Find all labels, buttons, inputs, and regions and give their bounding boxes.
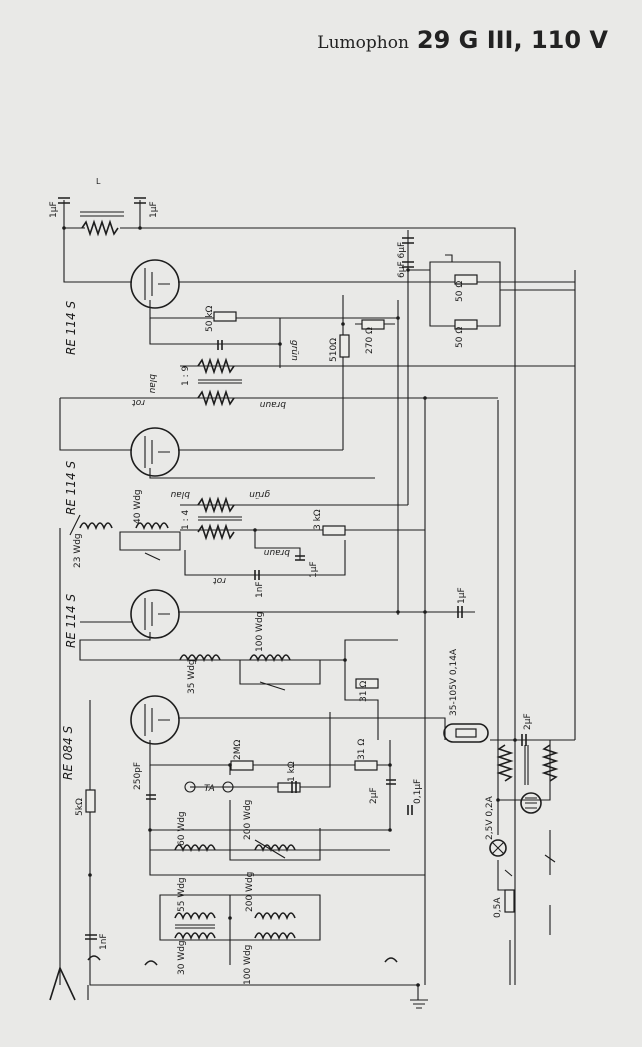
label-ratio-1: 1 : 9	[181, 366, 191, 386]
label-c-2uf-a: 2µF	[523, 713, 533, 730]
label-c-1nf-a: 1nF	[255, 581, 265, 598]
label-c-1nf-b: 1nF	[99, 933, 109, 950]
label-r-3k: 3 kΩ	[313, 509, 323, 530]
label-l-100: 100 Wdg	[255, 612, 265, 652]
label-l-top: L	[96, 177, 101, 186]
label-r-50b: 50 Ω	[455, 327, 465, 348]
label-c-1uf-c: 1µF	[309, 561, 319, 578]
tube-4	[130, 695, 180, 745]
tube-2	[130, 427, 180, 477]
coil-top	[80, 211, 124, 237]
pilot-resistor-tube	[443, 723, 489, 743]
brand-name: Lumophon	[317, 33, 409, 53]
label-r-510: 510Ω	[329, 338, 339, 362]
label-ratio-2: 1 : 4	[181, 510, 191, 530]
label-rot-2: rot	[213, 575, 226, 585]
label-braun-2: braun	[263, 547, 290, 557]
tube-3-type: RE 114 S	[64, 594, 78, 648]
label-l-30: 30 Wdg	[177, 940, 187, 975]
transformer-2	[197, 496, 242, 541]
label-blau-1: blau	[147, 374, 157, 394]
label-lamp: 2,5V 0,2A	[485, 795, 495, 840]
pickup-ta	[184, 781, 234, 793]
model-title: 29 G III, 110 V	[416, 26, 608, 54]
label-c-2uf-b: 2µF	[369, 787, 379, 804]
transformer-1	[197, 357, 242, 407]
label-l-55: 55 Wdg	[177, 877, 187, 912]
junctions	[62, 226, 517, 987]
label-fuse: 0,5A	[493, 897, 503, 918]
label-l-23: 23 Wdg	[73, 533, 83, 568]
label-braun-1: braun	[259, 399, 286, 409]
rectifier-element	[520, 792, 542, 814]
label-r-2m: 2MΩ	[233, 740, 243, 760]
coil-23-40	[69, 514, 169, 536]
tube-1	[130, 259, 180, 309]
label-rot-1: rot	[132, 397, 145, 407]
wiring	[59, 200, 576, 1009]
tube-2-type: RE 114 S	[64, 461, 78, 515]
tube-3	[130, 589, 180, 639]
capacitors	[58, 197, 527, 940]
label-l-200b: 200 Wdg	[245, 872, 255, 912]
schematic-header: Lumophon 29 G III, 110 V	[317, 26, 608, 54]
label-l-100b: 100 Wdg	[243, 945, 253, 985]
label-r-31a: 31 Ω	[359, 681, 369, 702]
label-c-250pf: 250pF	[133, 762, 143, 790]
label-c-01uf: 0,1µF	[413, 779, 423, 804]
label-c-1uf-d: 1µF	[457, 587, 467, 604]
label-r-5k: 5kΩ	[75, 798, 85, 816]
coil-55-200	[174, 912, 296, 941]
label-grun-2: grün	[249, 489, 270, 499]
label-c-6uf: 6µF 6µF	[397, 242, 407, 278]
label-c-1uf-b: 1µF	[149, 201, 159, 218]
power-chokes	[496, 744, 559, 785]
label-pilot: 35-105V 0,14A	[449, 648, 459, 716]
label-blau-2: blau	[170, 489, 190, 499]
label-r-1k: 1 kΩ	[287, 761, 297, 782]
label-c-1uf-a: 1µF	[49, 201, 59, 218]
label-l-60: 60 Wdg	[177, 811, 187, 846]
label-l-200a: 200 Wdg	[243, 800, 253, 840]
label-l-35: 35 Wdg	[187, 659, 197, 694]
label-r-50a: 50 Ω	[455, 281, 465, 302]
label-r-270: 270 Ω	[365, 327, 375, 354]
resistors	[85, 274, 515, 913]
label-ta: TA	[204, 784, 215, 794]
label-r-50k: 50 kΩ	[205, 305, 215, 332]
dial-lamp	[489, 839, 507, 857]
label-l-40: 40 Wdg	[133, 489, 143, 524]
tube-1-type: RE 114 S	[64, 301, 78, 355]
label-r-31b: 31 Ω	[357, 739, 367, 760]
coil-60-200	[174, 839, 296, 859]
label-grun-1: grün	[289, 340, 299, 361]
component-labels: 1µF 1µF L 50 kΩ blau grün 1 : 9 rot brau…	[49, 177, 533, 985]
coil-35-100	[179, 654, 291, 691]
antenna	[49, 965, 76, 1001]
tube-4-type: RE 084 S	[61, 726, 75, 780]
